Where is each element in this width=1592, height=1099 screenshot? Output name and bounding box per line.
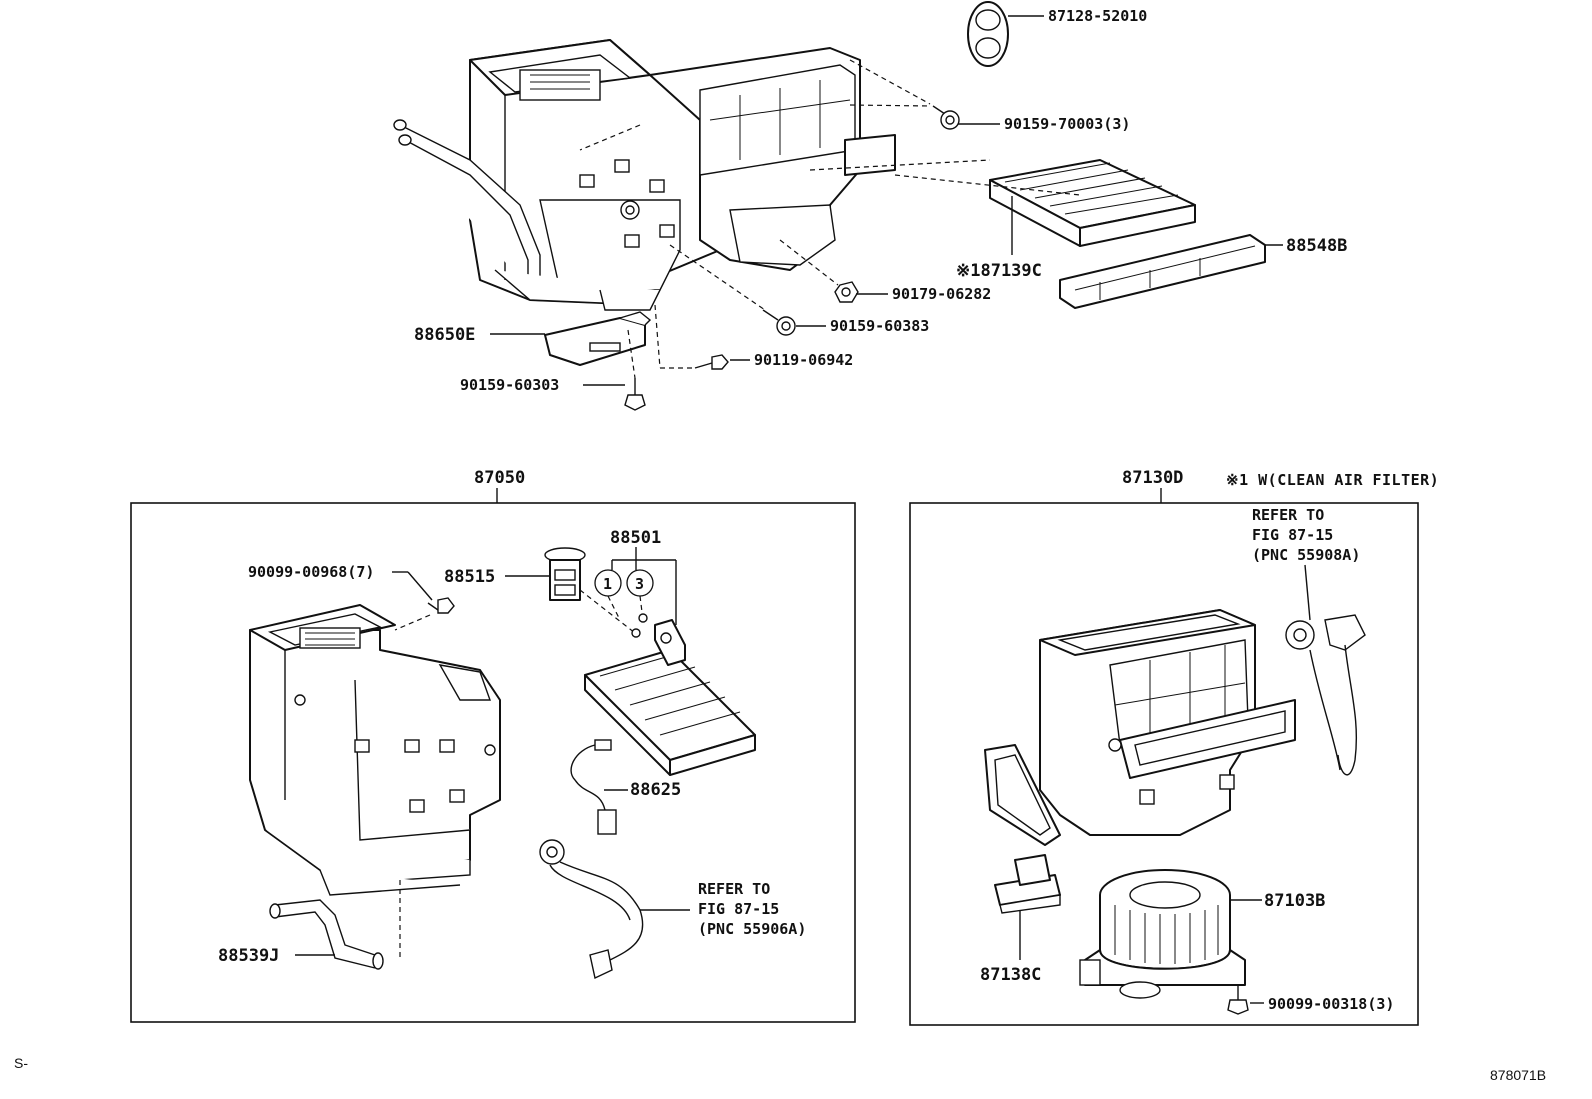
corner-left-mark: S- xyxy=(14,1055,28,1071)
label-88539j: 88539J xyxy=(218,946,279,966)
refer-left-line2: FIG 87-15 xyxy=(698,900,779,918)
servo-motor-right xyxy=(1285,564,1366,776)
heater-blower-assembly-upper xyxy=(393,39,896,311)
dash-90099-00968 xyxy=(394,614,431,631)
upper-solid-leaders xyxy=(490,15,1283,386)
label-90159-70003: 90159-70003(3) xyxy=(1004,115,1130,133)
refer-right-line1: REFER TO xyxy=(1252,506,1324,524)
label-90099-00968: 90099-00968(7) xyxy=(248,563,374,581)
label-88515: 88515 xyxy=(444,567,495,587)
label-87130d: 87130D xyxy=(1122,468,1183,488)
refer-left-line3: (PNC 55906A) xyxy=(698,920,806,938)
clean-air-filter-187139c xyxy=(989,159,1196,247)
dash-circle-1 xyxy=(607,595,621,621)
leader-90099-00968-b xyxy=(407,571,433,601)
label-87103b: 87103B xyxy=(1264,891,1325,911)
heater-radiator-unit xyxy=(249,604,501,896)
refer-right-line3: (PNC 55908A) xyxy=(1252,546,1360,564)
label-88625: 88625 xyxy=(630,780,681,800)
o-ring-1 xyxy=(631,628,641,638)
evaporator xyxy=(584,619,756,776)
label-87050: 87050 xyxy=(474,468,525,488)
expansion-valve-88515 xyxy=(544,547,586,601)
resistor-87138c xyxy=(994,854,1061,914)
circle-label-3: 3 xyxy=(635,575,644,593)
grommet-87128 xyxy=(967,1,1009,67)
circle-label-1: 1 xyxy=(603,575,612,593)
screw-90159-60383 xyxy=(762,309,796,336)
screw-90099-00318 xyxy=(1227,985,1249,1015)
screw-90099-00968 xyxy=(427,597,455,614)
left-box-87050 xyxy=(130,488,856,1023)
refer-left-line1: REFER TO xyxy=(698,880,770,898)
label-90099-00318: 90099-00318(3) xyxy=(1268,995,1394,1013)
label-90159-60303: 90159-60303 xyxy=(460,376,559,394)
nut-90179 xyxy=(834,281,859,303)
servo-motor-left xyxy=(539,839,690,980)
dash-circle-3 xyxy=(639,595,643,613)
drain-hose-88539j xyxy=(269,899,384,970)
blower-motor-87103b xyxy=(1079,869,1246,999)
label-88501: 88501 xyxy=(610,528,661,548)
label-90119-06942: 90119-06942 xyxy=(754,351,853,369)
corner-figure-number: 878071B xyxy=(1490,1067,1546,1083)
label-87138c: 87138C xyxy=(980,965,1041,985)
label-88650e: 88650E xyxy=(414,325,475,345)
label-87128-52010: 87128-52010 xyxy=(1048,7,1147,25)
filter-frame-88548b xyxy=(1059,234,1266,309)
right-box-87130d xyxy=(909,488,1419,1026)
bolt-90119 xyxy=(694,354,729,370)
o-ring-3 xyxy=(638,613,648,623)
screw-90159-70003 xyxy=(932,105,960,130)
refer-right-line2: FIG 87-15 xyxy=(1252,526,1333,544)
label-187139c: ※187139C xyxy=(956,261,1042,281)
leader-88501 xyxy=(611,547,677,625)
label-88548b: 88548B xyxy=(1286,236,1347,256)
dash-88515 xyxy=(579,589,636,634)
footnote-clean-air-filter: ※1 W(CLEAN AIR FILTER) xyxy=(1226,471,1439,489)
thermistor-88625 xyxy=(570,739,617,835)
blower-housing xyxy=(984,609,1296,846)
upper-dashed-leaders xyxy=(579,59,1081,379)
label-90179-06282: 90179-06282 xyxy=(892,285,991,303)
amplifier-88650e xyxy=(544,311,652,366)
screw-90159-60303 xyxy=(624,378,646,411)
label-90159-60383: 90159-60383 xyxy=(830,317,929,335)
